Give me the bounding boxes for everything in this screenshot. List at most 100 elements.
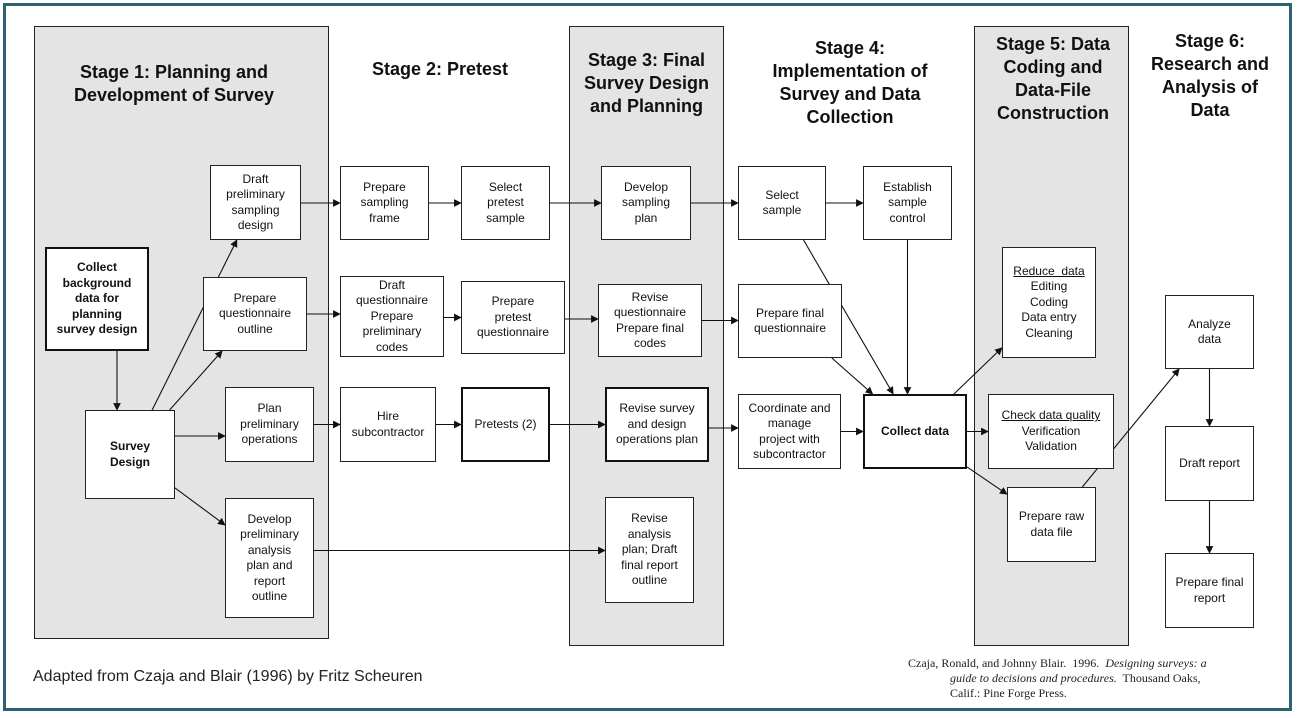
node-prepare-q-outline: Prepare questionnaire outline (203, 277, 307, 351)
stage-5-title-line: Construction (997, 103, 1109, 123)
node-line: Design (109, 454, 150, 469)
node-develop-sampling-plan: Develop sampling plan (601, 166, 691, 240)
node-line: questionnaire (476, 325, 550, 340)
node-line: control (889, 210, 926, 225)
node-line: Coordinate and (748, 400, 831, 415)
node-line: subcontractor (753, 447, 826, 461)
arrow-survey-design-to-draft-sampling-design (151, 239, 238, 411)
node-prepare-final-report: Prepare final report (1165, 553, 1254, 628)
citation-line-3: Calif.: Pine Forge Press. (950, 686, 1067, 700)
node-line: analysis (247, 542, 292, 557)
stage-1-title-line: Stage 1: Planning and (79, 62, 269, 82)
node-line-heading: Reduce data (1013, 263, 1085, 278)
node-line: Cleaning (1025, 325, 1073, 340)
stage-3-title-line: Survey Design (583, 73, 710, 93)
citation-authors: Czaja, Ronald, and Johnny Blair. 1996. (908, 656, 1106, 670)
node-line: sample (486, 210, 525, 225)
node-revise-survey-design: Revise survey and design operations plan (605, 387, 709, 462)
node-line: sampling (621, 195, 671, 210)
node-line: Data entry (1021, 310, 1077, 325)
node-line: Prepare final (1175, 575, 1244, 589)
citation-line-2: guide to decisions and procedures. Thous… (908, 671, 1278, 686)
node-line: Develop (247, 511, 292, 526)
citation-title-a: Designing surveys: a (1105, 656, 1207, 670)
stage-3-title-line: Stage 3: Final (587, 50, 706, 70)
node-line: Prepare (233, 290, 277, 305)
arrow-select-sample-to-collect-data (803, 239, 894, 395)
node-line: codes (633, 336, 667, 350)
node-line: Prepare (370, 308, 414, 323)
citation: Czaja, Ronald, and Johnny Blair. 1996. D… (908, 656, 1278, 701)
node-line: Survey (109, 439, 151, 453)
node-line: Hire (376, 409, 399, 423)
stage-1-title: Stage 1: Planning and Development of Sur… (34, 61, 314, 107)
node-check-data-quality: Check data quality Verification Validati… (988, 394, 1114, 469)
node-line: survey design (56, 322, 138, 337)
stage-5-title: Stage 5: Data Coding and Data-File Const… (974, 33, 1132, 125)
node-survey-design: Survey Design (85, 410, 175, 499)
stage-6-title-line: Stage 6: (1174, 31, 1246, 51)
stage-6-title-line: Analysis of (1161, 77, 1259, 97)
node-line: questionnaire (753, 321, 827, 335)
node-line: outline (251, 589, 288, 603)
node-prepare-sampling-frame: Prepare sampling frame (340, 166, 429, 240)
node-line: final report (621, 557, 678, 572)
stage-5-title-line: Data-File (1014, 80, 1092, 100)
node-line: Pretests (2) (474, 416, 537, 431)
citation-pub-a: Thousand Oaks, (1116, 671, 1201, 685)
node-plan-operations: Plan preliminary operations (225, 387, 314, 462)
node-collect-background: Collect background data for planning sur… (45, 247, 149, 351)
stage-6-title-line: Data (1190, 100, 1230, 120)
node-collect-data: Collect data (863, 394, 967, 469)
stage-4-title-line: Stage 4: (814, 38, 886, 58)
stage-2-title-line: Stage 2: Pretest (371, 59, 509, 79)
stage-4-title-line: Survey and Data (779, 84, 921, 104)
node-select-pretest-sample: Select pretest sample (461, 166, 550, 240)
node-analyze-data: Analyze data (1165, 295, 1254, 369)
node-line: Collect data (880, 423, 949, 438)
node-line: project with (759, 431, 820, 446)
node-line: pretest (487, 195, 524, 210)
stage-6-title-line: Research and (1150, 54, 1270, 74)
node-line: Revise (631, 289, 669, 304)
node-line: questionnaire (218, 306, 292, 321)
node-line: subcontractor (351, 424, 425, 439)
node-line: Draft report (1179, 455, 1240, 470)
node-line: outline (631, 573, 668, 588)
node-line: preliminary (362, 324, 422, 339)
node-line: Revise (631, 511, 668, 526)
node-line: sampling (231, 202, 280, 217)
node-revise-analysis-plan: Revise analysis plan; Draft final report… (605, 497, 694, 603)
node-draft-questionnaire: Draft questionnaire Prepare preliminary … (340, 276, 444, 357)
node-prepare-final-q: Prepare final questionnaire (738, 284, 842, 358)
node-hire-subcontractor: Hire subcontractor (340, 387, 436, 462)
node-line: and design (627, 416, 687, 431)
node-line: Draft (378, 277, 405, 292)
node-line: Coding (1029, 294, 1069, 309)
stage-2-title: Stage 2: Pretest (340, 58, 540, 81)
node-line: report (253, 573, 286, 588)
node-line: Prepare final (755, 305, 825, 320)
node-line: Prepare (491, 294, 535, 309)
stage-4-title-line: Implementation of (772, 61, 928, 81)
node-line: codes (375, 339, 409, 354)
stage-5-title-line: Coding and (1003, 57, 1103, 77)
node-line: Establish (883, 179, 932, 194)
node-revise-questionnaire: Revise questionnaire Prepare final codes (598, 284, 702, 357)
node-line: Revise survey (619, 401, 695, 416)
stage-1-title-line: Development of Survey (73, 85, 275, 105)
node-line: data (1197, 332, 1222, 346)
node-line: frame (369, 210, 400, 225)
node-line: Collect (76, 260, 117, 275)
arrow-collect-data-to-reduce-data (953, 347, 1003, 395)
node-coordinate-manage: Coordinate and manage project with subco… (738, 394, 841, 469)
node-line: plan and (246, 558, 293, 572)
node-line: Prepare raw (1018, 509, 1085, 523)
node-line: plan; Draft (621, 542, 678, 557)
stage-4-title-line: Collection (806, 107, 894, 127)
node-line: operations (241, 432, 298, 447)
node-line: manage (767, 416, 812, 430)
node-line: analysis (627, 526, 672, 541)
node-line: outline (237, 321, 273, 336)
